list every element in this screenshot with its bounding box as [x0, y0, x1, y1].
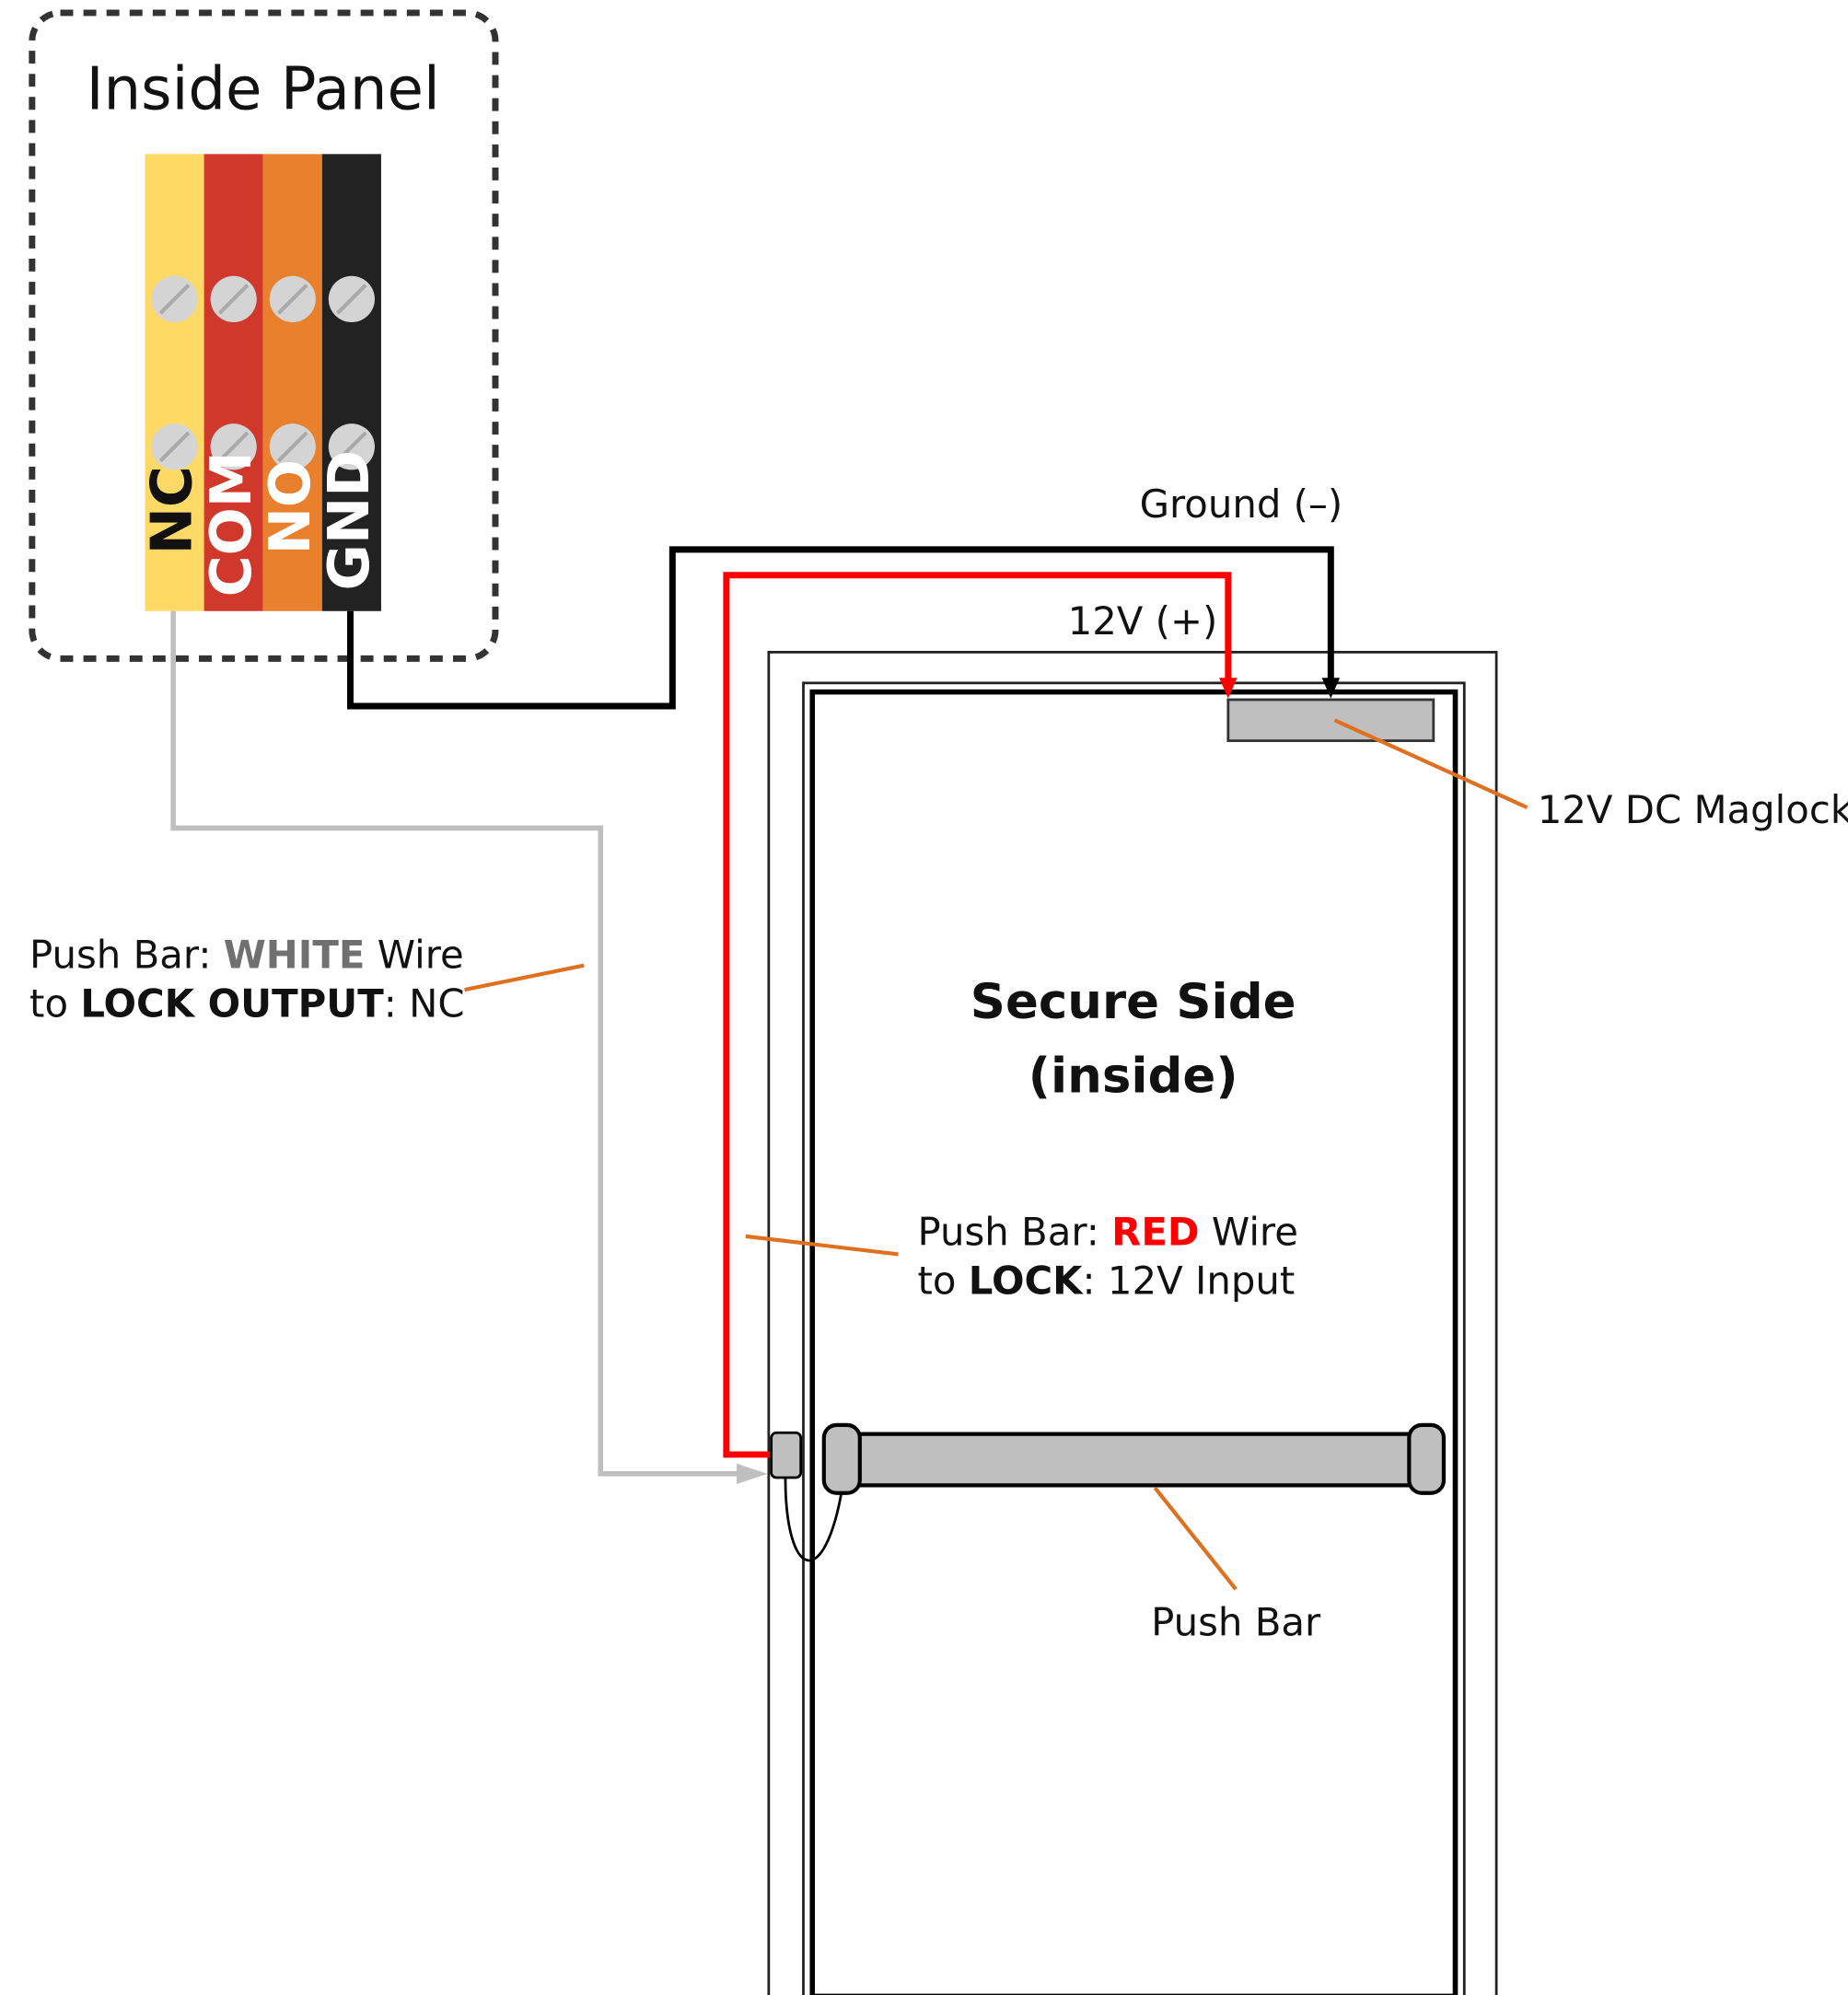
- door-panel: [809, 689, 1459, 1995]
- push-bar-rail: [851, 1432, 1421, 1488]
- maglock-label: 12V DC Maglock: [1538, 787, 1848, 832]
- power-label: 12V (+): [1068, 598, 1218, 644]
- maglock-body: [1226, 698, 1435, 743]
- terminal-nc-strip: [145, 154, 204, 611]
- push-bar-assembly: [770, 1422, 1447, 1562]
- inside-panel-title: Inside Panel: [87, 55, 440, 124]
- white-wire-leader-line: [464, 963, 585, 992]
- ground-wire-arrowhead: [1321, 678, 1341, 699]
- push-bar-connector: [770, 1431, 803, 1479]
- screw-icon: [269, 275, 316, 323]
- nc-wire-arrowhead: [737, 1463, 768, 1485]
- terminal-gnd-strip: [321, 154, 381, 611]
- screw-icon: [210, 275, 257, 323]
- terminal-label-com: COM: [199, 451, 264, 597]
- red-wire-keyword: RED: [1111, 1210, 1199, 1255]
- red-wire-leader-line: [745, 1234, 899, 1257]
- white-wire-note-line2: to LOCK OUTPUT: NC: [29, 980, 465, 1026]
- push-bar-label: Push Bar: [1151, 1600, 1321, 1645]
- terminal-com-strip: [203, 154, 263, 611]
- door-frame-outer: [767, 650, 1498, 1995]
- terminal-label-gnd: GND: [317, 450, 382, 591]
- inside-panel-frame: [29, 9, 499, 662]
- screw-icon: [210, 423, 257, 470]
- push-bar-end-right: [1407, 1422, 1447, 1495]
- maglock-leader-line: [1333, 718, 1528, 810]
- white-wire-keyword: WHITE: [224, 932, 366, 977]
- terminal-label-nc: NC: [140, 466, 205, 554]
- screw-icon: [269, 423, 316, 470]
- ground-wire: [347, 546, 1334, 710]
- terminal-no-strip: [262, 154, 322, 611]
- push-bar-cable: [784, 1478, 843, 1562]
- door-title-line1: Secure Side: [970, 974, 1296, 1030]
- push-bar-leader-line: [1153, 1486, 1238, 1591]
- screw-icon: [328, 275, 375, 323]
- push-bar-end-left: [821, 1422, 862, 1495]
- red-wire-note-line2: to LOCK: 12V Input: [918, 1258, 1296, 1304]
- screw-icon: [151, 275, 198, 323]
- terminal-label-no: NO: [258, 459, 323, 554]
- screw-icon: [151, 423, 198, 470]
- terminal-block: NC COM NO GND: [140, 154, 382, 611]
- power-wire-arrowhead: [1219, 678, 1238, 699]
- ground-label: Ground (–): [1140, 481, 1343, 527]
- white-wire-note-line1: Push Bar: WHITE Wire: [29, 932, 464, 977]
- screw-icon: [328, 423, 375, 470]
- red-wire-note-line1: Push Bar: RED Wire: [918, 1210, 1298, 1255]
- door-frame-inner: [802, 681, 1466, 1995]
- door-title-line2: (inside): [1029, 1049, 1238, 1105]
- nc-white-wire: [170, 610, 748, 1477]
- power-12v-wire: [723, 572, 1232, 1458]
